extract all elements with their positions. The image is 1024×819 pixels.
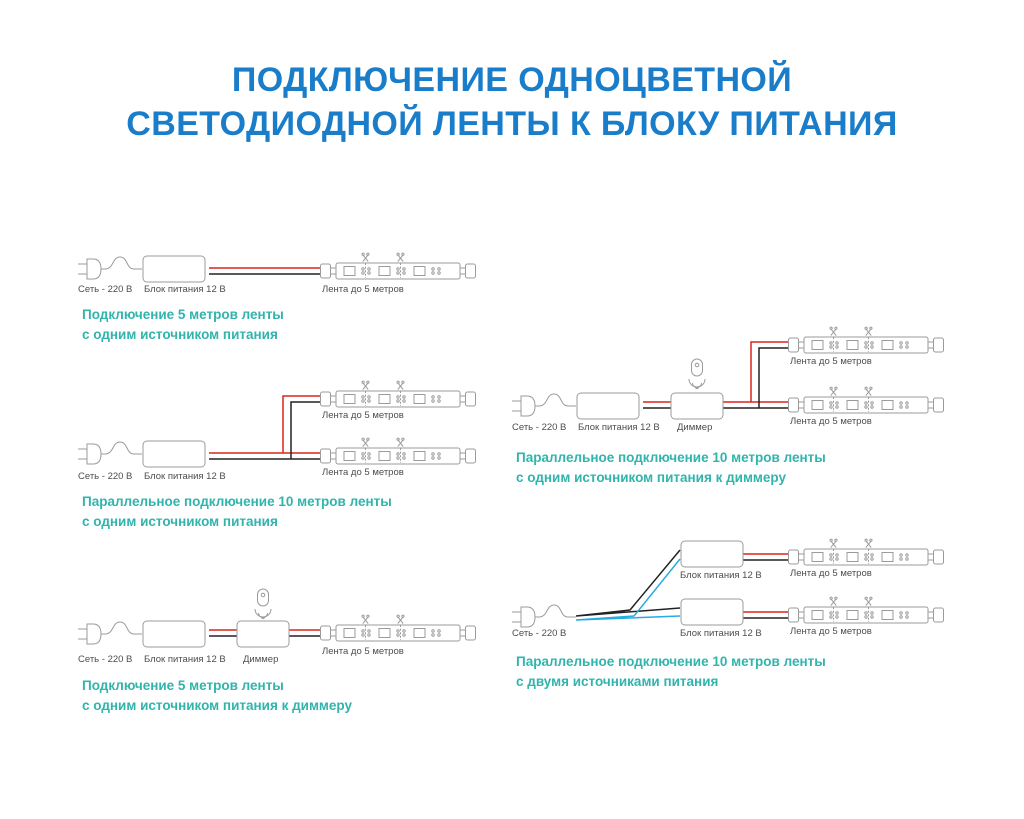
psu-box [680, 540, 744, 568]
dimmer-box [236, 620, 290, 648]
plug-icon [511, 393, 577, 417]
dimmer-label: Диммер [677, 422, 713, 433]
page-title-line1: ПОДКЛЮЧЕНИЕ ОДНОЦВЕТНОЙ [231, 61, 793, 99]
red-wire [643, 341, 789, 403]
wiring-schematic [77, 252, 476, 283]
led-strip [320, 380, 476, 408]
led-strip [320, 614, 476, 642]
blue-mains-wire [575, 558, 681, 621]
remote-icon [254, 588, 272, 619]
plug-icon [77, 256, 143, 280]
led-strip [788, 538, 944, 566]
led-strip [788, 596, 944, 624]
page-title-line2: СВЕТОДИОДНОЙ ЛЕНТЫ К БЛОКУ ПИТАНИЯ [126, 105, 898, 144]
remote-icon [688, 358, 706, 389]
psu-label: Блок питания 12 В [680, 628, 762, 639]
strip-label: Лента до 5 метров [790, 626, 872, 637]
psu-label: Блок питания 12 В [680, 570, 762, 581]
psu-label: Блок питания 12 В [144, 654, 226, 665]
plug-icon [511, 604, 577, 628]
diagram-5-two-psu: Блок питания 12 В Лента до 5 метров Блок… [511, 536, 948, 689]
psu-box [680, 598, 744, 626]
psu-box [142, 440, 206, 468]
wiring-schematic [511, 326, 944, 420]
psu-box [576, 392, 640, 420]
strip-label: Лента до 5 метров [322, 467, 404, 478]
mains-label: Сеть - 220 В [512, 422, 567, 433]
strip-label: Лента до 5 метров [322, 284, 404, 295]
mains-label: Сеть - 220 В [78, 284, 133, 295]
strip-label: Лента до 5 метров [790, 416, 872, 427]
mains-label: Сеть - 220 В [78, 471, 133, 482]
plug-icon [77, 621, 143, 645]
dimmer-box [670, 392, 724, 420]
page-title: ПОДКЛЮЧЕНИЕ ОДНОЦВЕТНОЙ СВЕТОДИОДНОЙ ЛЕН… [0, 58, 1024, 146]
wiring-schematic [511, 538, 944, 628]
psu-label: Блок питания 12 В [144, 284, 226, 295]
plug-icon [77, 441, 143, 465]
strip-label: Лента до 5 метров [322, 410, 404, 421]
psu-label: Блок питания 12 В [144, 471, 226, 482]
dimmer-label: Диммер [243, 654, 279, 665]
diagram-caption: Параллельное подключение 10 метров ленты… [82, 494, 392, 530]
psu-box [142, 620, 206, 648]
red-wire [209, 395, 321, 454]
strip-label: Лента до 5 метров [790, 356, 872, 367]
led-strip [320, 252, 476, 280]
wiring-schematic [77, 380, 476, 468]
diagram-caption: Подключение 5 метров ленты с одним источ… [82, 678, 352, 714]
strip-label: Лента до 5 метров [790, 568, 872, 579]
psu-box [142, 255, 206, 283]
mains-label: Сеть - 220 В [512, 628, 567, 639]
black-mains-wire [575, 549, 681, 617]
led-strip [788, 326, 944, 354]
diagram-4-dimmer-parallel: Лента до 5 метров Лента до 5 метров Сеть… [511, 326, 948, 488]
led-strip [320, 437, 476, 465]
mains-label: Сеть - 220 В [78, 654, 133, 665]
black-wire [209, 401, 321, 460]
led-strip [788, 386, 944, 414]
diagram-caption: Подключение 5 метров ленты с одним источ… [82, 307, 284, 343]
red-wire [743, 553, 789, 613]
diagram-1-single-strip: Сеть - 220 В Блок питания 12 В Лента до … [77, 248, 480, 348]
diagram-3-dimmer-strip: Сеть - 220 В Блок питания 12 В Диммер Ле… [77, 588, 480, 723]
strip-label: Лента до 5 метров [322, 646, 404, 657]
black-wire [643, 347, 789, 409]
black-wire [743, 559, 789, 619]
diagram-caption: Параллельное подключение 10 метров ленты… [516, 450, 826, 486]
psu-label: Блок питания 12 В [578, 422, 660, 433]
diagram-caption: Параллельное подключение 10 метров ленты… [516, 654, 826, 690]
diagram-2-parallel-strips: Лента до 5 метров Лента до 5 метров Сеть… [77, 378, 480, 530]
wiring-schematic [77, 588, 476, 648]
